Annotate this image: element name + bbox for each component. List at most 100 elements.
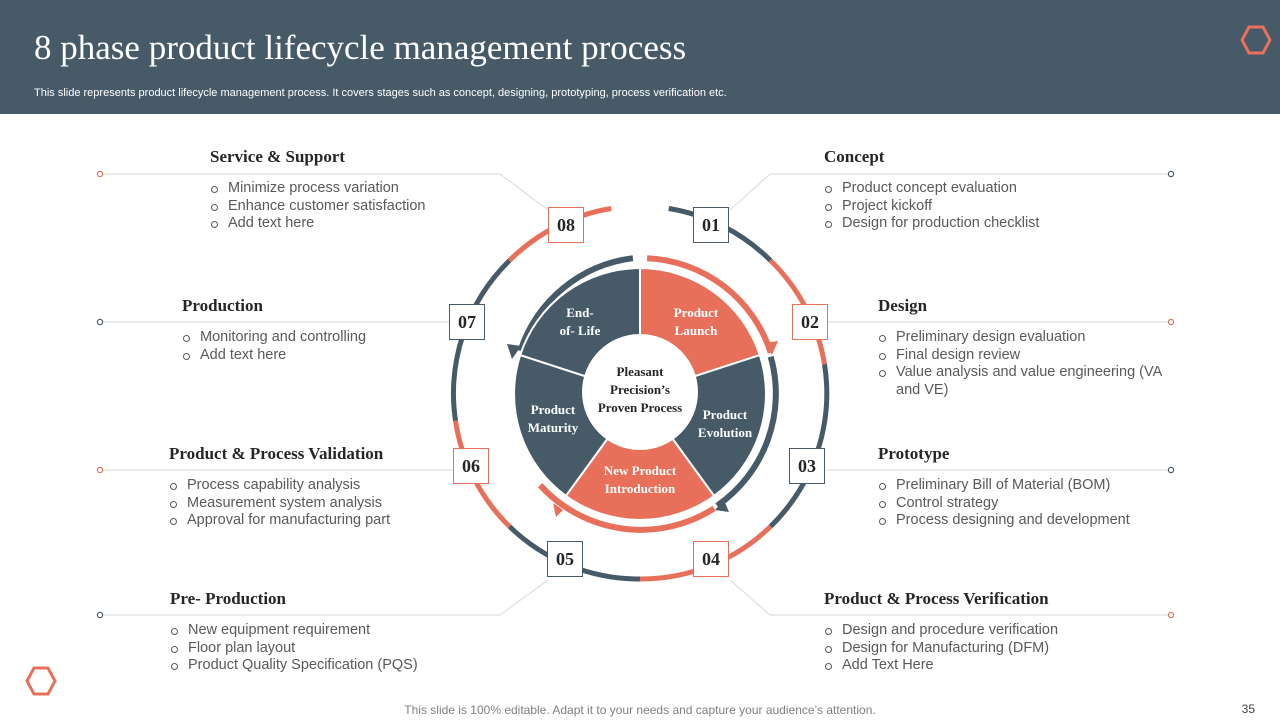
page-number: 35 [1241, 702, 1255, 716]
outer-ring-arc-07 [451, 258, 512, 422]
outer-ring-arc-03 [768, 363, 830, 529]
wheel-center-circle [582, 334, 698, 450]
phase-02-block: Design Preliminary design evaluation Fin… [878, 296, 1178, 399]
connector-dot [96, 170, 104, 178]
bullet-item: Value analysis and value engineering (VA… [878, 364, 1178, 399]
arrow-arc-bottom [537, 483, 716, 533]
connector-line-01 [729, 173, 1171, 211]
phase-number-06: 06 [453, 448, 489, 484]
phase-bullet-list: Preliminary Bill of Material (BOM) Contr… [878, 477, 1178, 530]
bullet-item: Preliminary design evaluation [878, 329, 1178, 347]
hexagon-icon [25, 666, 57, 696]
wheel-label: Maturity [528, 420, 579, 435]
phase-title: Product & Process Verification [824, 589, 1049, 608]
wheel-label: Product [703, 407, 748, 422]
phase-06-block: Product & Process Validation Process cap… [169, 444, 449, 530]
wheel-label: Launch [675, 323, 718, 338]
bullet-item: Process designing and development [878, 512, 1178, 530]
arrow-arc-topright [646, 255, 774, 354]
hexagon-icon [1240, 25, 1272, 55]
phase-number-07: 07 [449, 304, 485, 340]
connector-dot [1167, 170, 1175, 178]
footer-note: This slide is 100% editable. Adapt it to… [404, 703, 876, 717]
bullet-item: Design for Manufacturing (DFM) [824, 640, 1124, 658]
bullet-item: Process capability analysis [169, 477, 449, 495]
bullet-item: Floor plan layout [170, 640, 470, 658]
wheel-labels: Product Launch Product Evolution New Pro… [528, 305, 753, 496]
connector-line-05 [100, 579, 549, 616]
phase-title: Service & Support [210, 147, 346, 166]
connector-dot [96, 611, 104, 619]
arrow-head [715, 500, 729, 512]
phase-title: Product & Process Validation [169, 444, 384, 463]
phase-number-05: 05 [547, 541, 583, 577]
center-label-line: Pleasant [617, 364, 665, 379]
phase-bullet-list: Minimize process variation Enhance custo… [210, 180, 510, 233]
phase-number-08: 08 [548, 207, 584, 243]
phase-bullet-list: New equipment requirement Floor plan lay… [170, 622, 470, 675]
phase-title: Prototype [878, 444, 950, 463]
bullet-item: Control strategy [878, 495, 1178, 513]
connector-dot [1167, 466, 1175, 474]
phase-number-02: 02 [792, 304, 828, 340]
connector-endpoints [96, 170, 1175, 619]
phase-number-03: 03 [789, 448, 825, 484]
arrow-head [553, 503, 563, 517]
bullet-item: Measurement system analysis [169, 495, 449, 513]
connector-dot [96, 318, 104, 326]
bullet-item: Monitoring and controlling [182, 329, 452, 347]
phase-07-block: Production Monitoring and controlling Ad… [182, 296, 452, 364]
bullet-item: Enhance customer satisfaction [210, 198, 510, 216]
wheel-label: New Product [604, 463, 677, 478]
bullet-item: New equipment requirement [170, 622, 470, 640]
bullet-item: Minimize process variation [210, 180, 510, 198]
page-subtitle: This slide represents product lifecycle … [34, 87, 727, 99]
phase-title: Design [878, 296, 928, 315]
bullet-item: Approval for manufacturing part [169, 512, 449, 530]
phase-03-block: Prototype Preliminary Bill of Material (… [878, 444, 1178, 530]
phase-bullet-list: Monitoring and controlling Add text here [182, 329, 452, 364]
arrow-arc-right [715, 355, 779, 509]
wheel-label: End- [566, 305, 593, 320]
connector-line-04 [729, 579, 1171, 616]
arrow-head [507, 344, 521, 359]
wheel-label: Introduction [605, 481, 676, 496]
connector-line-08 [100, 173, 549, 211]
phase-01-block: Concept Product concept evaluation Proje… [824, 147, 1124, 233]
phase-bullet-list: Product concept evaluation Project kicko… [824, 180, 1124, 233]
wheel-segment-new-product-introduction [564, 392, 716, 521]
connector-dot [1167, 318, 1175, 326]
bullet-item: Add text here [210, 215, 510, 233]
phase-title: Pre- Production [170, 589, 286, 608]
bullet-item: Product Quality Specification (PQS) [170, 657, 470, 675]
bullet-item: Add Text Here [824, 657, 1124, 675]
bullet-item: Product concept evaluation [824, 180, 1124, 198]
wheel-label: of- Life [560, 323, 601, 338]
bullet-item: Design and procedure verification [824, 622, 1124, 640]
phase-number-01: 01 [693, 207, 729, 243]
phase-bullet-list: Design and procedure verification Design… [824, 622, 1124, 675]
wheel-label: Product [531, 402, 576, 417]
center-label: Pleasant Precision’s Proven Process [598, 364, 682, 415]
bullet-item: Add text here [182, 347, 452, 365]
phase-08-block: Service & Support Minimize process varia… [210, 147, 510, 233]
arrow-head [764, 341, 778, 355]
phase-bullet-list: Process capability analysis Measurement … [169, 477, 449, 530]
bullet-item: Design for production checklist [824, 215, 1124, 233]
wheel-label: Product [674, 305, 719, 320]
bullet-item: Project kickoff [824, 198, 1124, 216]
inner-arrows [507, 255, 779, 533]
connector-lines [100, 173, 1171, 616]
phase-04-block: Product & Process Verification Design an… [824, 589, 1124, 675]
center-label-line: Precision’s [610, 382, 670, 397]
bullet-item: Preliminary Bill of Material (BOM) [878, 477, 1178, 495]
connector-dot [1167, 611, 1175, 619]
page-title: 8 phase product lifecycle management pro… [34, 28, 687, 67]
connector-dot [96, 466, 104, 474]
header-bar: 8 phase product lifecycle management pro… [0, 0, 1280, 114]
center-label-line: Proven Process [598, 400, 682, 415]
arrow-arc-top [517, 255, 634, 352]
phase-05-block: Pre- Production New equipment requiremen… [170, 589, 470, 675]
phase-title: Production [182, 296, 263, 315]
